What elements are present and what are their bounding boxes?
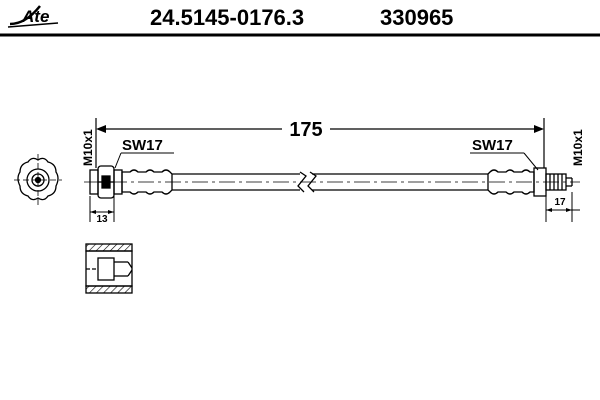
left-small-dimension (89, 196, 115, 222)
left-wrench-label: SW17 (122, 137, 163, 154)
ref-number: 330965 (380, 5, 453, 30)
overall-length-label: 175 (289, 119, 322, 141)
end-view-fitting (14, 154, 62, 206)
right-wrench-leader (523, 152, 539, 171)
header-band (0, 0, 600, 34)
left-dim-label: 13 (96, 214, 108, 225)
logo-text: Ate (21, 7, 49, 26)
part-number: 24.5145-0176.3 (150, 5, 304, 30)
right-thread-label: M10x1 (571, 129, 585, 166)
ate-logo: Ate (7, 5, 59, 28)
left-wrench-leader (114, 152, 122, 169)
section-detail (85, 243, 133, 294)
left-thread-label: M10x1 (81, 129, 95, 166)
overall-dimension (95, 118, 545, 168)
right-small-dimension (545, 192, 580, 222)
right-wrench-label: SW17 (472, 137, 513, 154)
right-dim-label: 17 (554, 197, 566, 208)
